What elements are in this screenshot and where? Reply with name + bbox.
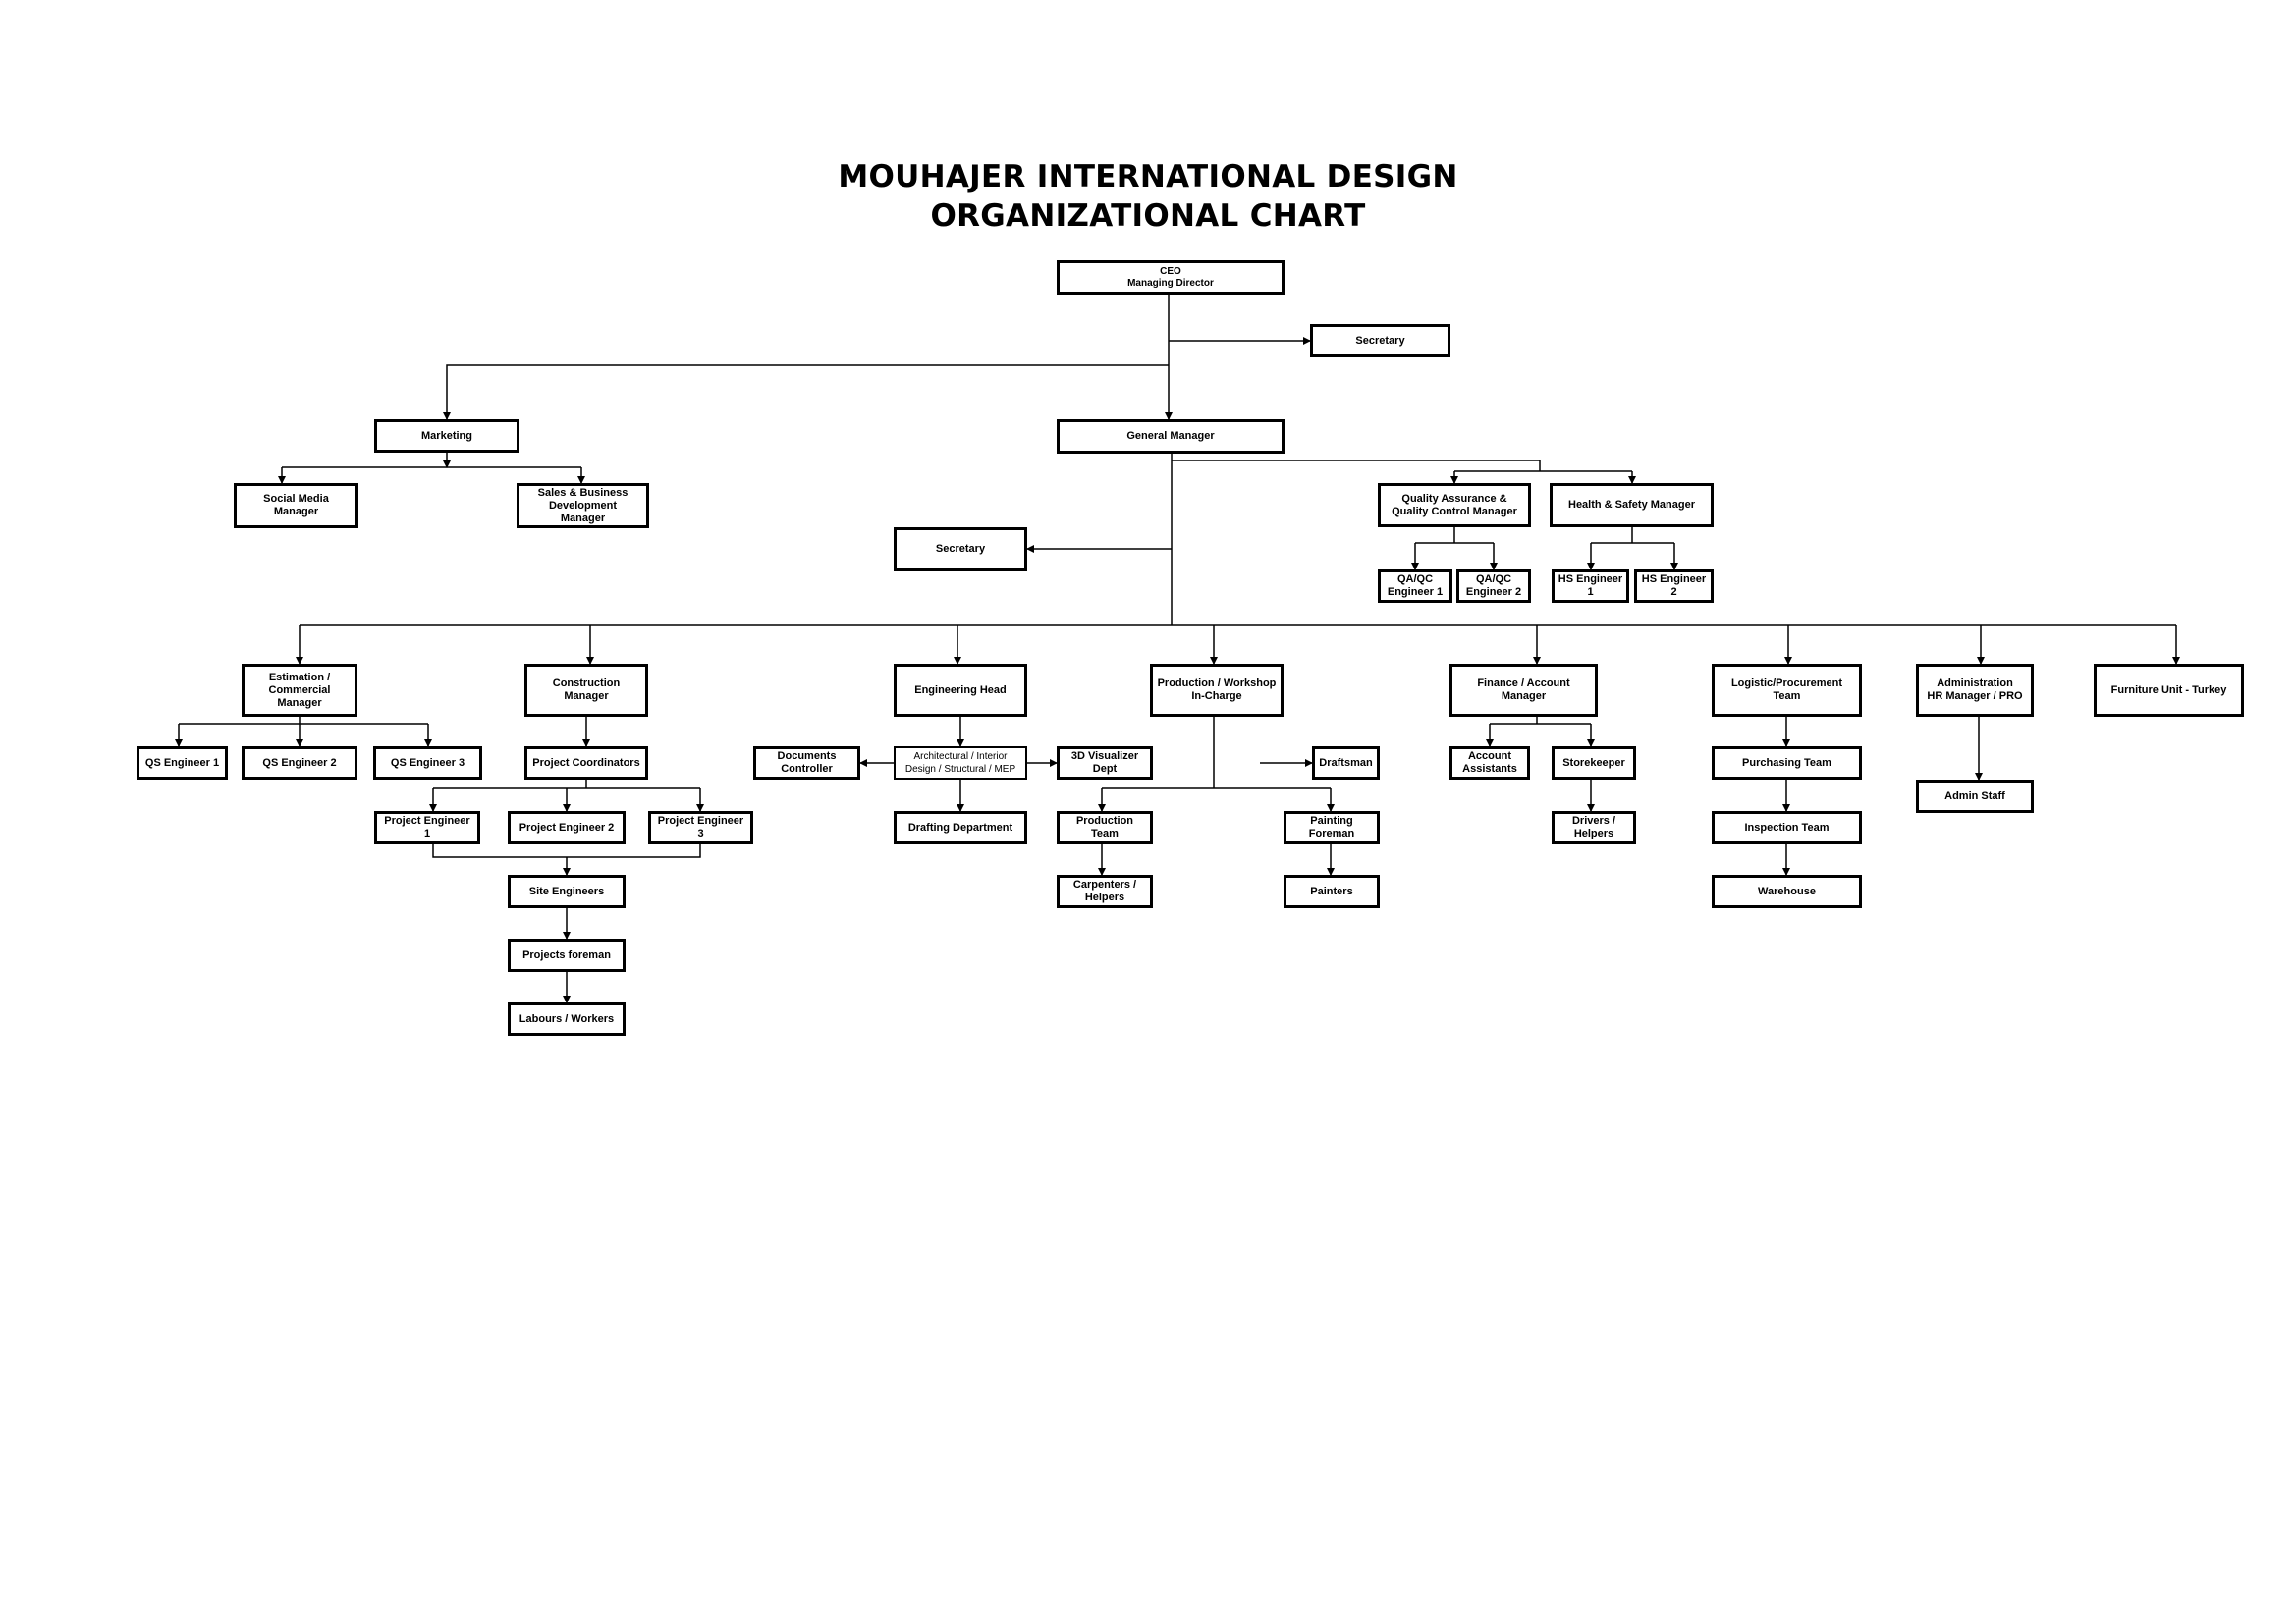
node-hs-engineer-2: HS Engineer 2 [1634, 569, 1714, 603]
node-finance-account-manager: Finance / Account Manager [1449, 664, 1598, 717]
node-administration-hr-manager-pro: Administration HR Manager / PRO [1916, 664, 2034, 717]
node-documents-controller: Documents Controller [753, 746, 860, 780]
node-construction-manager: Construction Manager [524, 664, 648, 717]
node-qs-engineer-1: QS Engineer 1 [137, 746, 228, 780]
node-health-safety-manager: Health & Safety Manager [1550, 483, 1714, 527]
node-secretary-gm: Secretary [894, 527, 1027, 571]
node-inspection-team: Inspection Team [1712, 811, 1862, 844]
node-logistic-procurement-team: Logistic/Procurement Team [1712, 664, 1862, 717]
node-project-engineer-3: Project Engineer 3 [648, 811, 753, 844]
node-secretary-ceo: Secretary [1310, 324, 1450, 357]
node-painters: Painters [1284, 875, 1380, 908]
node-qa-qc-manager: Quality Assurance & Quality Control Mana… [1378, 483, 1531, 527]
node-drafting-department: Drafting Department [894, 811, 1027, 844]
node-architectural-interior-structural-mep: Architectural / Interior Design / Struct… [894, 746, 1027, 780]
chart-title: MOUHAJER INTERNATIONAL DESIGN ORGANIZATI… [0, 157, 2296, 236]
chart-title-line-1: MOUHAJER INTERNATIONAL DESIGN [838, 159, 1458, 194]
node-social-media-manager: Social Media Manager [234, 483, 358, 528]
node-project-coordinators: Project Coordinators [524, 746, 648, 780]
node-qaqc-engineer-1: QA/QC Engineer 1 [1378, 569, 1452, 603]
gm-to-qa-hs-bar [1172, 460, 1541, 471]
node-labours-workers: Labours / Workers [508, 1002, 626, 1036]
node-account-assistants: Account Assistants [1449, 746, 1530, 780]
node-projects-foreman: Projects foreman [508, 939, 626, 972]
node-warehouse: Warehouse [1712, 875, 1862, 908]
node-production-workshop-in-charge: Production / Workshop In-Charge [1150, 664, 1284, 717]
node-estimation-commercial-manager: Estimation / Commercial Manager [242, 664, 357, 717]
node-sales-business-development-manager: Sales & Business Development Manager [517, 483, 649, 528]
ceo-to-marketing [443, 364, 1169, 420]
node-qs-engineer-3: QS Engineer 3 [373, 746, 482, 780]
node-general-manager: General Manager [1057, 419, 1285, 454]
chart-title-line-2: ORGANIZATIONAL CHART [930, 198, 1366, 234]
node-admin-staff: Admin Staff [1916, 780, 2034, 813]
node-project-engineer-2: Project Engineer 2 [508, 811, 626, 844]
node-purchasing-team: Purchasing Team [1712, 746, 1862, 780]
node-qaqc-engineer-2: QA/QC Engineer 2 [1456, 569, 1531, 603]
node-furniture-unit-turkey: Furniture Unit - Turkey [2094, 664, 2244, 717]
node-hs-engineer-1: HS Engineer 1 [1552, 569, 1629, 603]
node-site-engineers: Site Engineers [508, 875, 626, 908]
node-marketing: Marketing [374, 419, 519, 453]
node-qs-engineer-2: QS Engineer 2 [242, 746, 357, 780]
node-draftsman: Draftsman [1312, 746, 1380, 780]
node-project-engineer-1: Project Engineer 1 [374, 811, 480, 844]
pe-bottom-bar [432, 844, 701, 858]
node-ceo: CEO Managing Director [1057, 260, 1285, 295]
node-engineering-head: Engineering Head [894, 664, 1027, 717]
node-production-team: Production Team [1057, 811, 1153, 844]
node-drivers-helpers: Drivers / Helpers [1552, 811, 1636, 844]
node-3d-visualizer-dept: 3D Visualizer Dept [1057, 746, 1153, 780]
node-storekeeper: Storekeeper [1552, 746, 1636, 780]
node-carpenters-helpers: Carpenters / Helpers [1057, 875, 1153, 908]
node-painting-foreman: Painting Foreman [1284, 811, 1380, 844]
